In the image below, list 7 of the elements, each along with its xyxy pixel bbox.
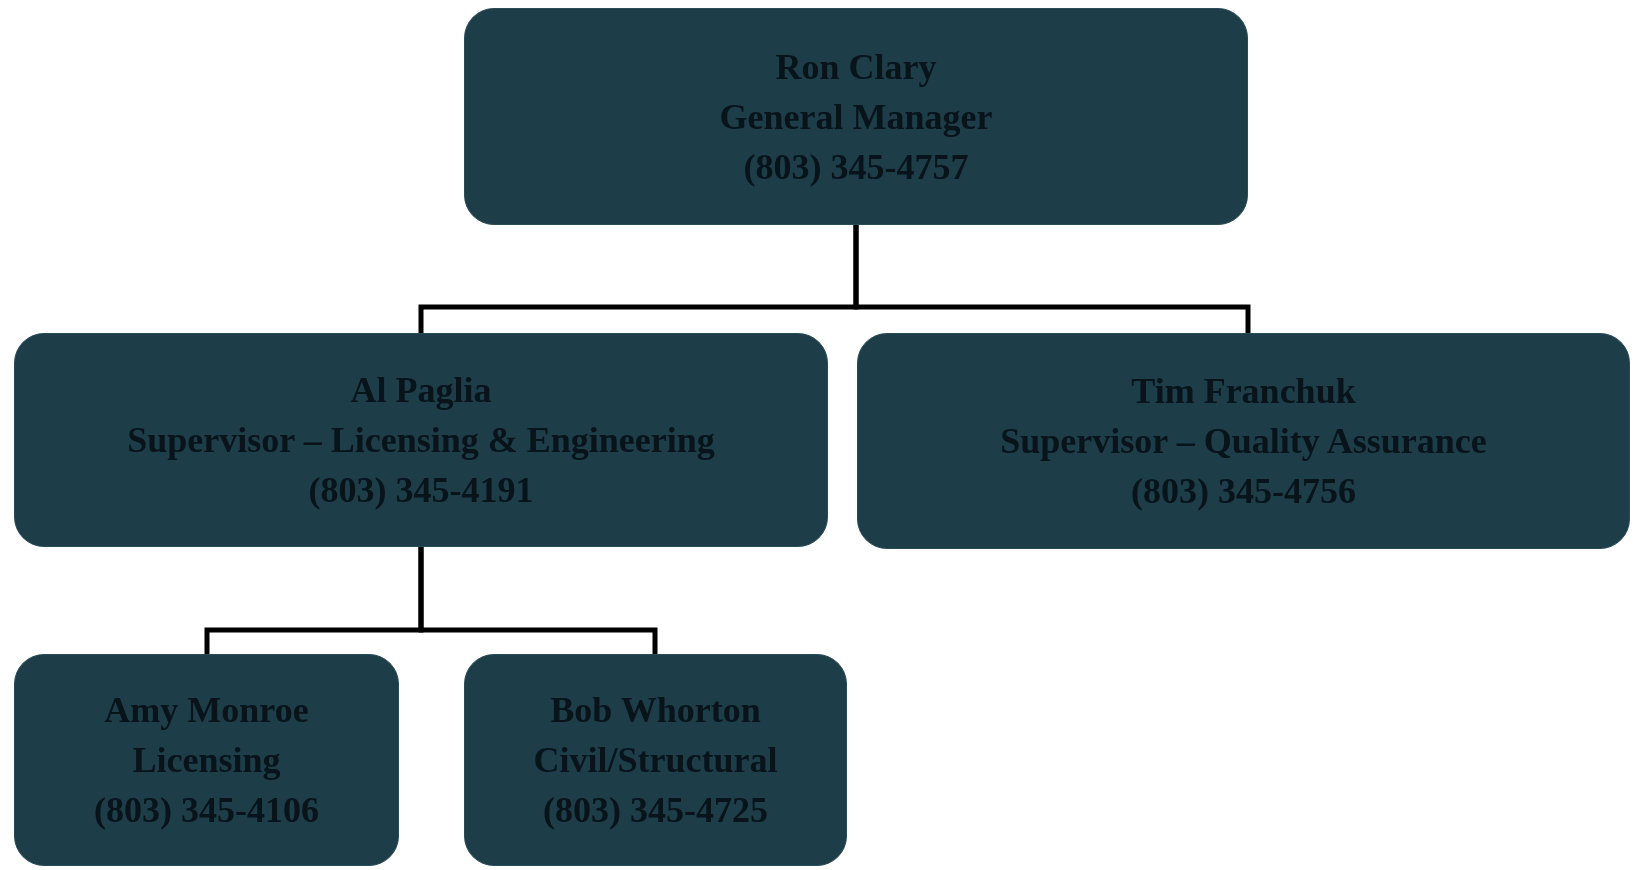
- connector-line: [418, 547, 658, 654]
- org-chart-box: [857, 333, 1630, 549]
- org-chart-box: [464, 654, 847, 866]
- org-chart-box: [14, 654, 399, 866]
- org-chart-box: [464, 8, 1248, 225]
- org-chart-box: [14, 333, 828, 547]
- connector-line: [853, 225, 1251, 333]
